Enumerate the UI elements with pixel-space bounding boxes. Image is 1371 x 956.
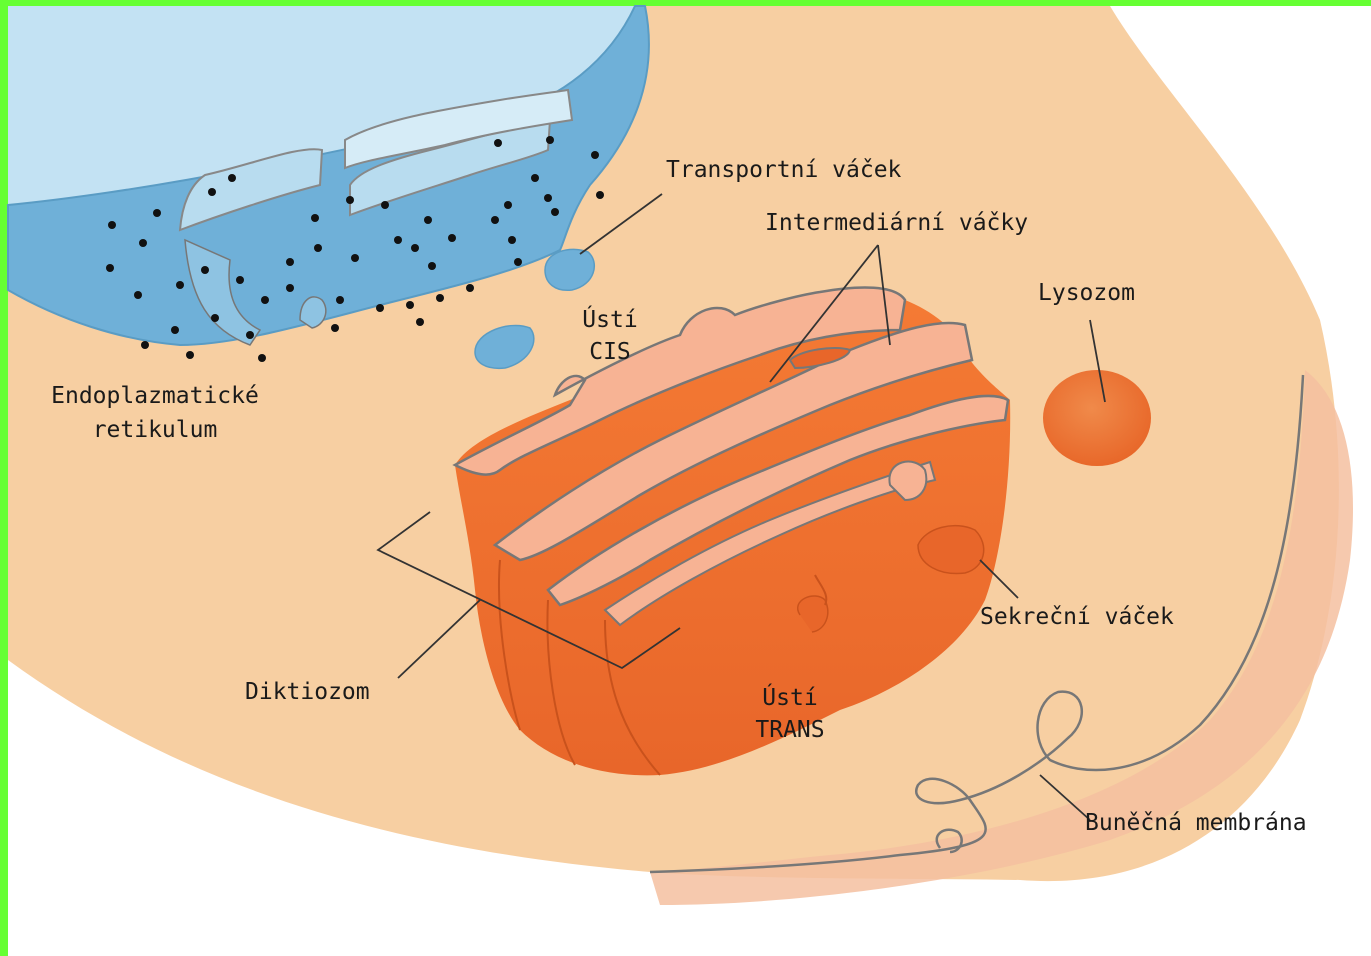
label-er-line1: Endoplazmatické xyxy=(20,380,290,412)
label-cell-membrane: Buněčná membrána xyxy=(1085,807,1307,839)
label-er-line2: retikulum xyxy=(20,414,290,446)
label-intermediate-vesicles: Intermediární váčky xyxy=(765,207,1028,239)
label-transport-vesicle: Transportní váček xyxy=(666,154,901,186)
label-trans-face-line1: Ústí xyxy=(740,682,840,714)
label-lysosome: Lysozom xyxy=(1038,277,1135,309)
label-dictyosome: Diktiozom xyxy=(245,676,370,708)
label-cis-face-line1: Ústí xyxy=(570,304,650,336)
label-secretory-vesicle: Sekreční váček xyxy=(980,601,1174,633)
label-trans-face-line2: TRANS xyxy=(740,714,840,746)
label-cis-face-line2: CIS xyxy=(570,336,650,368)
lysosome-shape xyxy=(1043,370,1151,466)
